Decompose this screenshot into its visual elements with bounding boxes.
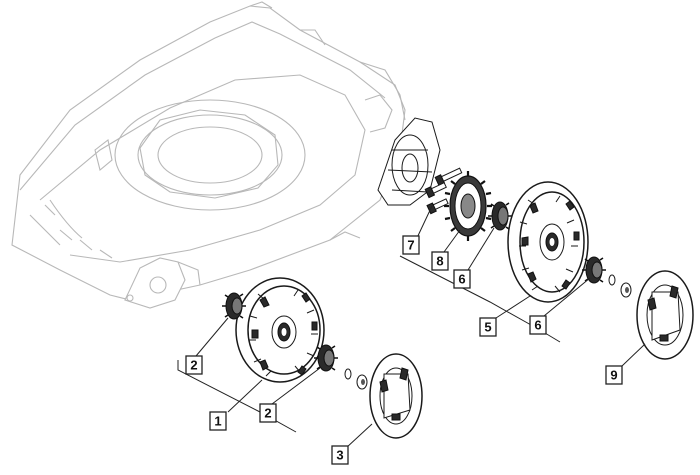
pinion-gear-lower bbox=[582, 256, 606, 284]
callout-8-label: 8 bbox=[436, 254, 443, 269]
callout-2-upper: 2 bbox=[185, 355, 203, 375]
rear-wheel bbox=[507, 181, 589, 303]
drive-gear bbox=[444, 171, 492, 241]
callout-6-upper: 6 bbox=[453, 269, 471, 289]
callout-9-label: 9 bbox=[610, 368, 617, 383]
callout-7: 7 bbox=[402, 235, 420, 255]
pinion-front-upper bbox=[222, 292, 246, 320]
callout-6-upper-label: 6 bbox=[458, 272, 465, 287]
callout-5-label: 5 bbox=[484, 320, 491, 335]
washer-right bbox=[608, 274, 632, 298]
mower-deck-outline bbox=[11, 1, 406, 309]
washer-front bbox=[344, 368, 368, 390]
leader-lines bbox=[177, 205, 646, 449]
callout-1-label: 1 bbox=[214, 414, 221, 429]
callout-8: 8 bbox=[431, 251, 449, 271]
bolts bbox=[424, 167, 463, 215]
hub-cap-front bbox=[369, 353, 423, 439]
hub-mount-plate bbox=[377, 117, 441, 206]
hub-cap-right bbox=[636, 270, 694, 360]
pinion-gear-upper bbox=[488, 201, 512, 231]
callout-6-lower: 6 bbox=[529, 315, 547, 335]
callout-6-lower-label: 6 bbox=[534, 318, 541, 333]
callout-3: 3 bbox=[331, 445, 349, 465]
callout-1: 1 bbox=[209, 411, 227, 431]
callout-9: 9 bbox=[605, 365, 623, 385]
callout-5: 5 bbox=[479, 317, 497, 337]
pinion-front-lower bbox=[314, 344, 338, 372]
front-wheel bbox=[235, 277, 325, 383]
callout-2-upper-label: 2 bbox=[190, 358, 197, 373]
callout-2-lower-label: 2 bbox=[264, 406, 271, 421]
callout-2-lower: 2 bbox=[259, 403, 277, 423]
callout-3-label: 3 bbox=[336, 448, 343, 463]
callout-7-label: 7 bbox=[407, 238, 414, 253]
